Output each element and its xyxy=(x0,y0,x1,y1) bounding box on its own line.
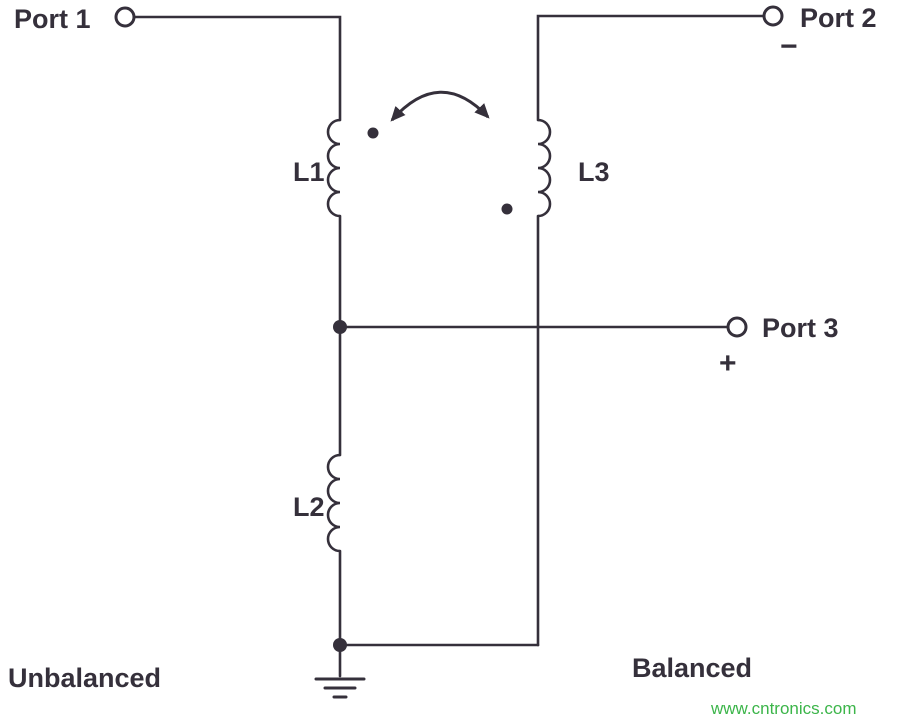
l3-polarity-dot xyxy=(501,203,513,215)
balanced-label: Balanced xyxy=(632,653,752,683)
l1-label: L1 xyxy=(293,157,325,187)
l3-label: L3 xyxy=(578,157,610,187)
center-tap-junction-dot xyxy=(333,320,347,334)
bottom-junction-dot xyxy=(333,638,347,652)
wire-port1-to-l1 xyxy=(132,15,342,122)
unbalanced-label: Unbalanced xyxy=(8,663,161,693)
port3-label: Port 3 xyxy=(762,313,839,343)
port1-terminal xyxy=(114,6,136,28)
l1-polarity-dot xyxy=(367,127,379,139)
port2-polarity-minus: − xyxy=(780,30,798,63)
coupling-arrow-icon xyxy=(390,90,490,122)
port2-label: Port 2 xyxy=(800,3,877,33)
inductor-l2-coil xyxy=(326,453,341,553)
port3-terminal xyxy=(726,316,748,338)
watermark-text: www.cntronics.com xyxy=(710,699,856,718)
wire-port2-to-l3 xyxy=(536,14,766,122)
ground-symbol-icon xyxy=(314,677,366,699)
port3-polarity-plus: + xyxy=(719,347,737,380)
inductor-l3-coil xyxy=(537,118,552,218)
port1-label: Port 1 xyxy=(14,4,91,34)
l2-label: L2 xyxy=(293,492,325,522)
inductor-l1-coil xyxy=(326,118,341,218)
port2-terminal xyxy=(762,5,784,27)
